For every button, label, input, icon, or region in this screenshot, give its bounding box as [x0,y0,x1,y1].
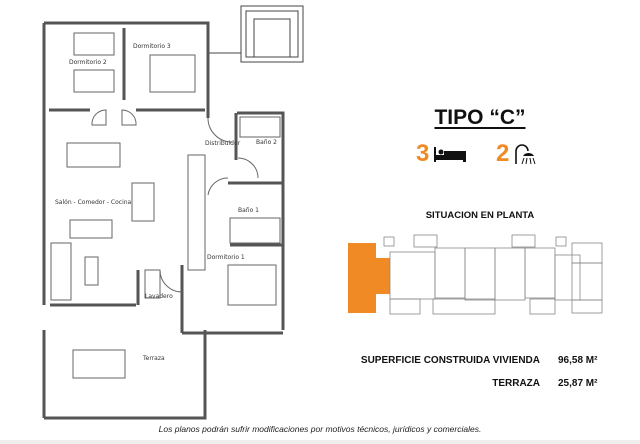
bathrooms-number: 2 [496,140,510,167]
bed-icon [434,147,467,162]
room-label-salon: Salón - Comedor - Cocina [55,199,132,206]
furniture [50,32,281,379]
room-label-dormitorio-1: Dormitorio 1 [207,254,245,261]
room-label-terraza: Terraza [142,355,165,362]
bedrooms-number: 3 [416,140,430,167]
area-value-built: 96,58 M² [558,355,598,366]
room-label-dormitorio-3: Dormitorio 3 [133,43,171,50]
elevator-shaft [209,5,304,63]
unit-type-title: TIPO “C” [434,106,526,129]
room-label-dormitorio-2: Dormitorio 2 [69,59,107,66]
room-label-distribuidor: Distribuidor [205,140,241,147]
highlighted-unit [348,243,376,313]
disclaimer: Los planos podrán sufrir modificaciones … [158,424,482,434]
area-label-terrace: TERRAZA [492,378,540,389]
area-label-built: SUPERFICIE CONSTRUIDA VIVIENDA [360,355,540,366]
area-value-terrace: 25,87 M² [558,378,598,389]
room-label-bano-1: Baño 1 [238,207,259,214]
site-location-plan [348,234,603,315]
bottom-divider [0,440,640,444]
bedrooms-count: 3 [416,140,473,168]
location-title: SITUACION EN PLANTA [425,210,535,221]
shower-icon [515,144,536,165]
walls [42,21,285,420]
room-label-lavadero: Lavadero [145,293,173,300]
room-label-bano-2: Baño 2 [256,139,277,146]
bathrooms-count: 2 [496,140,536,168]
